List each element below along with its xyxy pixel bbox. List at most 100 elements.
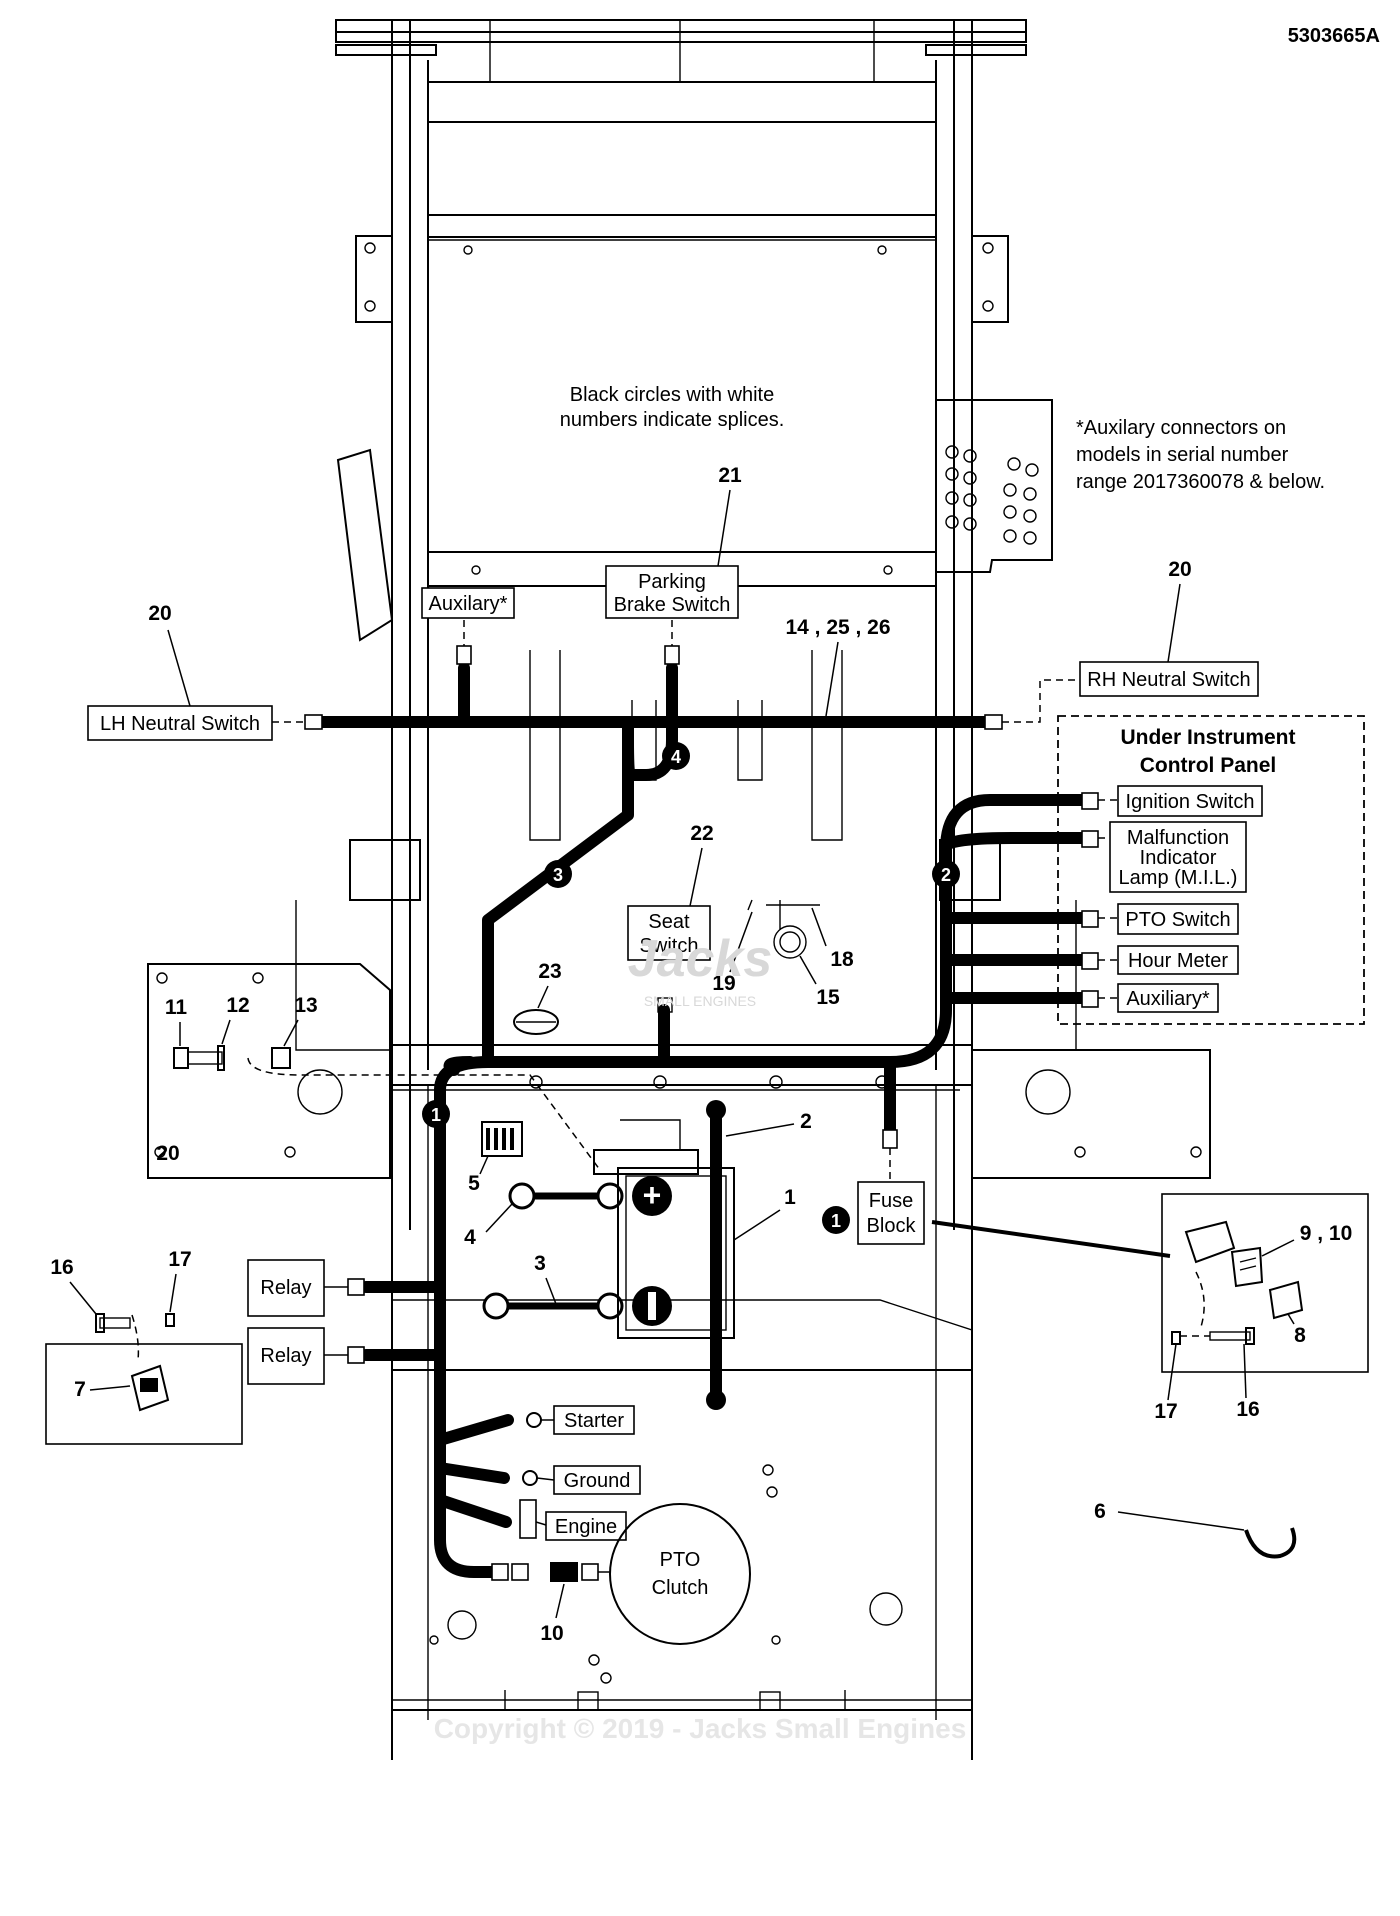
wire-harness <box>316 662 1088 1578</box>
mil-label <box>1109 821 1247 893</box>
svg-text:1: 1 <box>431 1105 441 1125</box>
relay-1-label <box>247 1259 325 1317</box>
splice-markers: 1 2 3 4 1 <box>422 742 960 1234</box>
instrument-panel-group <box>1057 715 1365 1025</box>
panel-title-line1: Under Instrument <box>1120 726 1295 749</box>
svg-text:19: 19 <box>712 972 735 995</box>
svg-text:PTO Switch: PTO Switch <box>1125 909 1230 931</box>
panel-title-line2: Control Panel <box>1140 754 1277 777</box>
watermark: Jacks SMALL ENGINES Copyright © 2019 - J… <box>434 930 967 1744</box>
svg-text:PTO: PTO <box>660 1549 701 1571</box>
callouts: 21 20 20 14 , 25 , 26 22 18 19 15 23 11 … <box>50 464 1352 1645</box>
svg-text:17: 17 <box>1154 1400 1177 1423</box>
svg-text:Ignition Switch: Ignition Switch <box>1126 791 1255 813</box>
svg-text:4: 4 <box>464 1226 476 1249</box>
svg-text:14 , 25 , 26: 14 , 25 , 26 <box>785 616 890 639</box>
svg-text:20: 20 <box>156 1142 179 1165</box>
aux-note-line2: models in serial number <box>1076 444 1289 466</box>
splice-3: 3 <box>544 860 572 888</box>
rh-neutral-switch-label <box>1079 661 1259 697</box>
auxiliary-panel-label <box>1117 983 1219 1013</box>
drawing-number: 5303665A <box>1288 25 1380 47</box>
svg-text:+: + <box>643 1177 662 1213</box>
svg-text:Hour Meter: Hour Meter <box>1128 950 1228 972</box>
svg-text:3: 3 <box>553 865 563 885</box>
fuse-holder-inset-box <box>1161 1193 1369 1373</box>
svg-text:1: 1 <box>831 1211 841 1231</box>
seat-switch-label <box>627 905 711 961</box>
fuse-block-label <box>857 1181 925 1245</box>
svg-text:Relay: Relay <box>260 1345 311 1367</box>
svg-text:20: 20 <box>1168 558 1191 581</box>
lh-neutral-switch-label <box>87 705 273 741</box>
svg-text:Block: Block <box>867 1215 917 1237</box>
svg-text:Parking: Parking <box>638 571 706 593</box>
pto-clutch-diode <box>550 1562 578 1582</box>
auxiliary-top-text: Auxilary* <box>429 593 508 615</box>
svg-text:Seat: Seat <box>648 911 690 933</box>
svg-text:4: 4 <box>671 747 681 767</box>
chassis-frame <box>147 19 1211 1760</box>
relay-inset-box <box>45 1343 243 1445</box>
svg-text:22: 22 <box>690 822 713 845</box>
dashed-leads <box>131 620 1210 1361</box>
splice-2: 2 <box>932 860 960 888</box>
svg-text:Indicator: Indicator <box>1140 847 1217 869</box>
svg-text:16: 16 <box>50 1256 73 1279</box>
pto-clutch <box>609 1503 751 1645</box>
svg-text:17: 17 <box>168 1248 191 1271</box>
small-parts <box>95 899 1304 1559</box>
battery: + <box>593 1119 735 1339</box>
svg-text:9 , 10: 9 , 10 <box>1300 1222 1353 1245</box>
svg-text:Engine: Engine <box>555 1516 617 1538</box>
parking-brake-switch-label <box>605 565 739 619</box>
svg-text:8: 8 <box>1294 1324 1306 1347</box>
svg-text:12: 12 <box>226 994 249 1017</box>
svg-text:1: 1 <box>784 1186 796 1209</box>
splice-4: 4 <box>662 742 690 770</box>
svg-text:6: 6 <box>1094 1500 1106 1523</box>
svg-text:Ground: Ground <box>564 1470 631 1492</box>
fuse-block-splice-marker: 1 <box>822 1206 850 1234</box>
watermark-logo-sub: SMALL ENGINES <box>644 993 756 1009</box>
svg-text:13: 13 <box>294 994 317 1017</box>
pto-switch-label <box>1117 903 1239 935</box>
svg-text:Lamp (M.I.L.): Lamp (M.I.L.) <box>1119 867 1238 889</box>
svg-text:5: 5 <box>468 1172 480 1195</box>
component-labels: Auxilary* Parking Brake Switch LH Neutra… <box>45 565 1369 1645</box>
svg-text:11: 11 <box>165 996 188 1019</box>
engine-label <box>545 1511 627 1541</box>
ignition-switch-label <box>1117 785 1263 817</box>
auxiliary-top-label <box>421 587 515 619</box>
svg-text:3: 3 <box>534 1252 546 1275</box>
splice-note-line2: numbers indicate splices. <box>560 409 785 431</box>
ground-ring-terminal <box>522 1470 538 1486</box>
starter-ring-terminal <box>526 1412 542 1428</box>
svg-text:Fuse: Fuse <box>869 1190 913 1212</box>
svg-text:Switch: Switch <box>640 935 699 957</box>
svg-text:Relay: Relay <box>260 1277 311 1299</box>
svg-text:23: 23 <box>538 960 561 983</box>
svg-text:2: 2 <box>941 865 951 885</box>
aux-note-line3: range 2017360078 & below. <box>1076 471 1325 493</box>
battery-positive-terminal <box>632 1176 672 1216</box>
svg-text:10: 10 <box>540 1622 563 1645</box>
svg-text:16: 16 <box>1236 1398 1259 1421</box>
svg-text:RH Neutral Switch: RH Neutral Switch <box>1087 669 1250 691</box>
svg-text:Brake Switch: Brake Switch <box>614 594 731 616</box>
svg-text:15: 15 <box>816 986 840 1009</box>
watermark-logo-text: Jacks <box>628 930 773 988</box>
hour-meter-label <box>1117 945 1239 975</box>
svg-text:Auxiliary*: Auxiliary* <box>1126 988 1210 1010</box>
svg-text:18: 18 <box>830 948 854 971</box>
battery-cable-ends <box>482 1100 726 1410</box>
svg-text:21: 21 <box>718 464 742 487</box>
notes: 5303665A Black circles with white number… <box>560 25 1380 493</box>
svg-text:7: 7 <box>74 1378 86 1401</box>
watermark-copyright: Copyright © 2019 - Jacks Small Engines <box>434 1713 967 1744</box>
aux-note-line1: *Auxilary connectors on <box>1076 417 1286 439</box>
svg-text:LH Neutral Switch: LH Neutral Switch <box>100 713 260 735</box>
relay-2-label <box>247 1327 325 1385</box>
svg-text:Starter: Starter <box>564 1410 624 1432</box>
